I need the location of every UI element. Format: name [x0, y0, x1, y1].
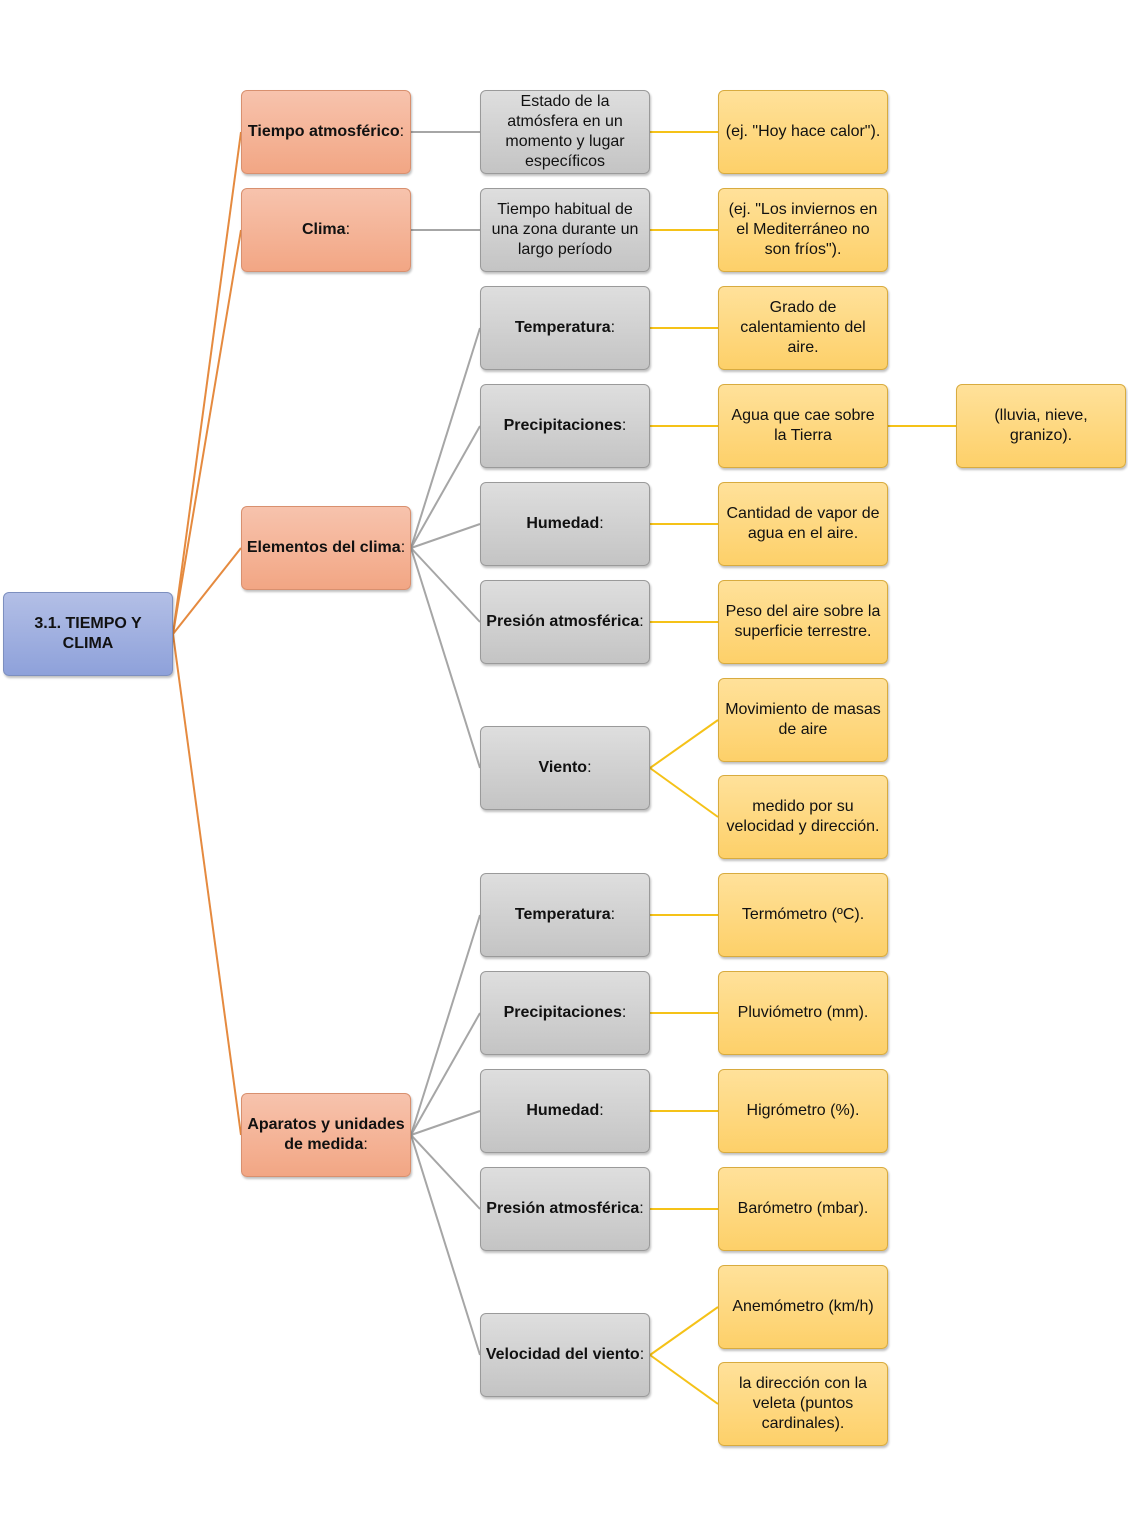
- connector-root-node-to-category-aparatos-y-unidades: [172, 633, 242, 1136]
- desc-text: Higrómetro (%).: [746, 1102, 860, 1119]
- aparato-label: Precipitaciones: [503, 1004, 622, 1021]
- elemento-label: Presión atmosférica: [486, 613, 640, 630]
- elemento-label: Viento: [538, 759, 588, 776]
- desc-text: Barómetro (mbar).: [737, 1200, 869, 1217]
- aparato-label: Velocidad del viento: [485, 1346, 640, 1363]
- aparato-label: Presión atmosférica: [486, 1200, 640, 1217]
- desc-text: Pluviómetro (mm).: [737, 1004, 869, 1021]
- category-label: Tiempo atmosférico: [247, 123, 400, 140]
- connector-root-node-to-category-clima: [172, 229, 242, 635]
- desc-humedad: Cantidad de vapor de agua en el aire.: [718, 482, 888, 566]
- category-elementos-del-clima: Elementos del clima:: [241, 506, 411, 590]
- desc-precipitaciones: Agua que cae sobre la Tierra: [718, 384, 888, 468]
- connector-category-aparatos-y-unidades-to-aparato-temperatura: [410, 914, 481, 1136]
- connector-category-aparatos-y-unidades-to-aparato-humedad: [410, 1110, 481, 1136]
- desc-aparato-presion: Barómetro (mbar).: [718, 1167, 888, 1251]
- desc-text: Termómetro (ºC).: [741, 906, 865, 923]
- desc-text: Peso del aire sobre la superficie terres…: [725, 603, 881, 640]
- definition-tiempo: Estado de la atmósfera en un momento y l…: [480, 90, 650, 174]
- connector-category-elementos-del-clima-to-elemento-precipitaciones: [410, 425, 481, 549]
- aparato-precipitaciones: Precipitaciones:: [480, 971, 650, 1055]
- connector-category-elementos-del-clima-to-elemento-humedad: [410, 523, 481, 549]
- aparato-suffix: :: [599, 1102, 604, 1119]
- desc-text: Grado de calentamiento del aire.: [740, 299, 866, 356]
- category-label: Clima: [301, 221, 346, 238]
- connector-category-aparatos-y-unidades-to-aparato-presion: [410, 1134, 481, 1210]
- aparato-temperatura: Temperatura:: [480, 873, 650, 957]
- elemento-suffix: :: [587, 759, 592, 776]
- elemento-viento: Viento:: [480, 726, 650, 810]
- desc-text: Movimiento de masas de aire: [725, 701, 881, 738]
- category-aparatos-y-unidades: Aparatos y unidades de medida:: [241, 1093, 411, 1177]
- elemento-precipitaciones: Precipitaciones:: [480, 384, 650, 468]
- aparato-velocidad-viento: Velocidad del viento:: [480, 1313, 650, 1397]
- elemento-presion: Presión atmosférica:: [480, 580, 650, 664]
- aparato-presion: Presión atmosférica:: [480, 1167, 650, 1251]
- desc-text: medido por su velocidad y dirección.: [726, 798, 880, 835]
- desc-text: Cantidad de vapor de agua en el aire.: [726, 505, 880, 542]
- desc-aparato-velocidad-1: Anemómetro (km/h): [718, 1265, 888, 1349]
- definition-clima: Tiempo habitual de una zona durante un l…: [480, 188, 650, 272]
- category-suffix: :: [399, 123, 405, 140]
- category-suffix: :: [345, 221, 351, 238]
- category-label: Aparatos y unidades de medida: [247, 1116, 405, 1153]
- root-label: 3.1. TIEMPO Y CLIMA: [34, 615, 142, 652]
- example-clima: (ej. "Los inviernos en el Mediterráneo n…: [718, 188, 888, 272]
- aparato-suffix: :: [621, 1004, 627, 1021]
- desc-aparato-precipitaciones: Pluviómetro (mm).: [718, 971, 888, 1055]
- category-suffix: :: [400, 539, 406, 556]
- example-tiempo: (ej. "Hoy hace calor").: [718, 90, 888, 174]
- aparato-label: Humedad: [526, 1102, 600, 1119]
- connector-category-aparatos-y-unidades-to-aparato-velocidad-viento: [410, 1134, 481, 1356]
- connector-category-elementos-del-clima-to-elemento-temperatura: [410, 327, 481, 549]
- desc-aparato-velocidad-2: la dirección con la veleta (puntos cardi…: [718, 1362, 888, 1446]
- connector-category-aparatos-y-unidades-to-aparato-precipitaciones: [410, 1012, 481, 1136]
- category-label: Elementos del clima: [246, 539, 401, 556]
- category-tiempo-atmosferico: Tiempo atmosférico:: [241, 90, 411, 174]
- desc-aparato-humedad: Higrómetro (%).: [718, 1069, 888, 1153]
- definition-text: Tiempo habitual de una zona durante un l…: [491, 201, 639, 258]
- desc-text: Agua que cae sobre la Tierra: [731, 407, 875, 444]
- elemento-label: Precipitaciones: [503, 417, 622, 434]
- aparato-suffix: :: [639, 1346, 645, 1363]
- connector-category-elementos-del-clima-to-elemento-presion: [410, 547, 481, 623]
- desc-viento-1: Movimiento de masas de aire: [718, 678, 888, 762]
- desc-text: la dirección con la veleta (puntos cardi…: [738, 1375, 868, 1432]
- desc-presion: Peso del aire sobre la superficie terres…: [718, 580, 888, 664]
- connector-root-node-to-category-tiempo-atmosferico: [172, 131, 242, 635]
- elemento-temperatura: Temperatura:: [480, 286, 650, 370]
- desc-viento-2: medido por su velocidad y dirección.: [718, 775, 888, 859]
- connector-category-elementos-del-clima-to-elemento-viento: [410, 547, 481, 769]
- desc-aparato-temperatura: Termómetro (ºC).: [718, 873, 888, 957]
- connector-root-node-to-category-elementos-del-clima: [172, 547, 242, 635]
- elemento-label: Temperatura: [514, 319, 611, 336]
- aparato-suffix: :: [610, 906, 616, 923]
- category-clima: Clima:: [241, 188, 411, 272]
- root-node: 3.1. TIEMPO Y CLIMA: [3, 592, 173, 676]
- desc-temperatura: Grado de calentamiento del aire.: [718, 286, 888, 370]
- connector-aparato-velocidad-viento-to-desc-aparato-velocidad-1: [649, 1306, 719, 1356]
- connector-elemento-viento-to-desc-viento-2: [649, 767, 719, 818]
- aparato-humedad: Humedad:: [480, 1069, 650, 1153]
- aparato-label: Temperatura: [514, 906, 611, 923]
- connector-aparato-velocidad-viento-to-desc-aparato-velocidad-2: [649, 1354, 719, 1405]
- elemento-suffix: :: [610, 319, 616, 336]
- elemento-suffix: :: [621, 417, 627, 434]
- elemento-suffix: :: [639, 613, 644, 630]
- example-text: (ej. "Los inviernos en el Mediterráneo n…: [728, 201, 878, 258]
- elemento-label: Humedad: [526, 515, 600, 532]
- aparato-suffix: :: [639, 1200, 644, 1217]
- connector-elemento-viento-to-desc-viento-1: [649, 719, 719, 769]
- definition-text: Estado de la atmósfera en un momento y l…: [505, 93, 625, 170]
- elemento-humedad: Humedad:: [480, 482, 650, 566]
- elemento-suffix: :: [599, 515, 604, 532]
- desc-text: Anemómetro (km/h): [732, 1298, 874, 1315]
- example-text: (ej. "Hoy hace calor").: [725, 123, 881, 140]
- desc-precipitaciones-extra: (lluvia, nieve, granizo).: [956, 384, 1126, 468]
- desc-text: (lluvia, nieve, granizo).: [994, 407, 1088, 444]
- category-suffix: :: [363, 1136, 368, 1153]
